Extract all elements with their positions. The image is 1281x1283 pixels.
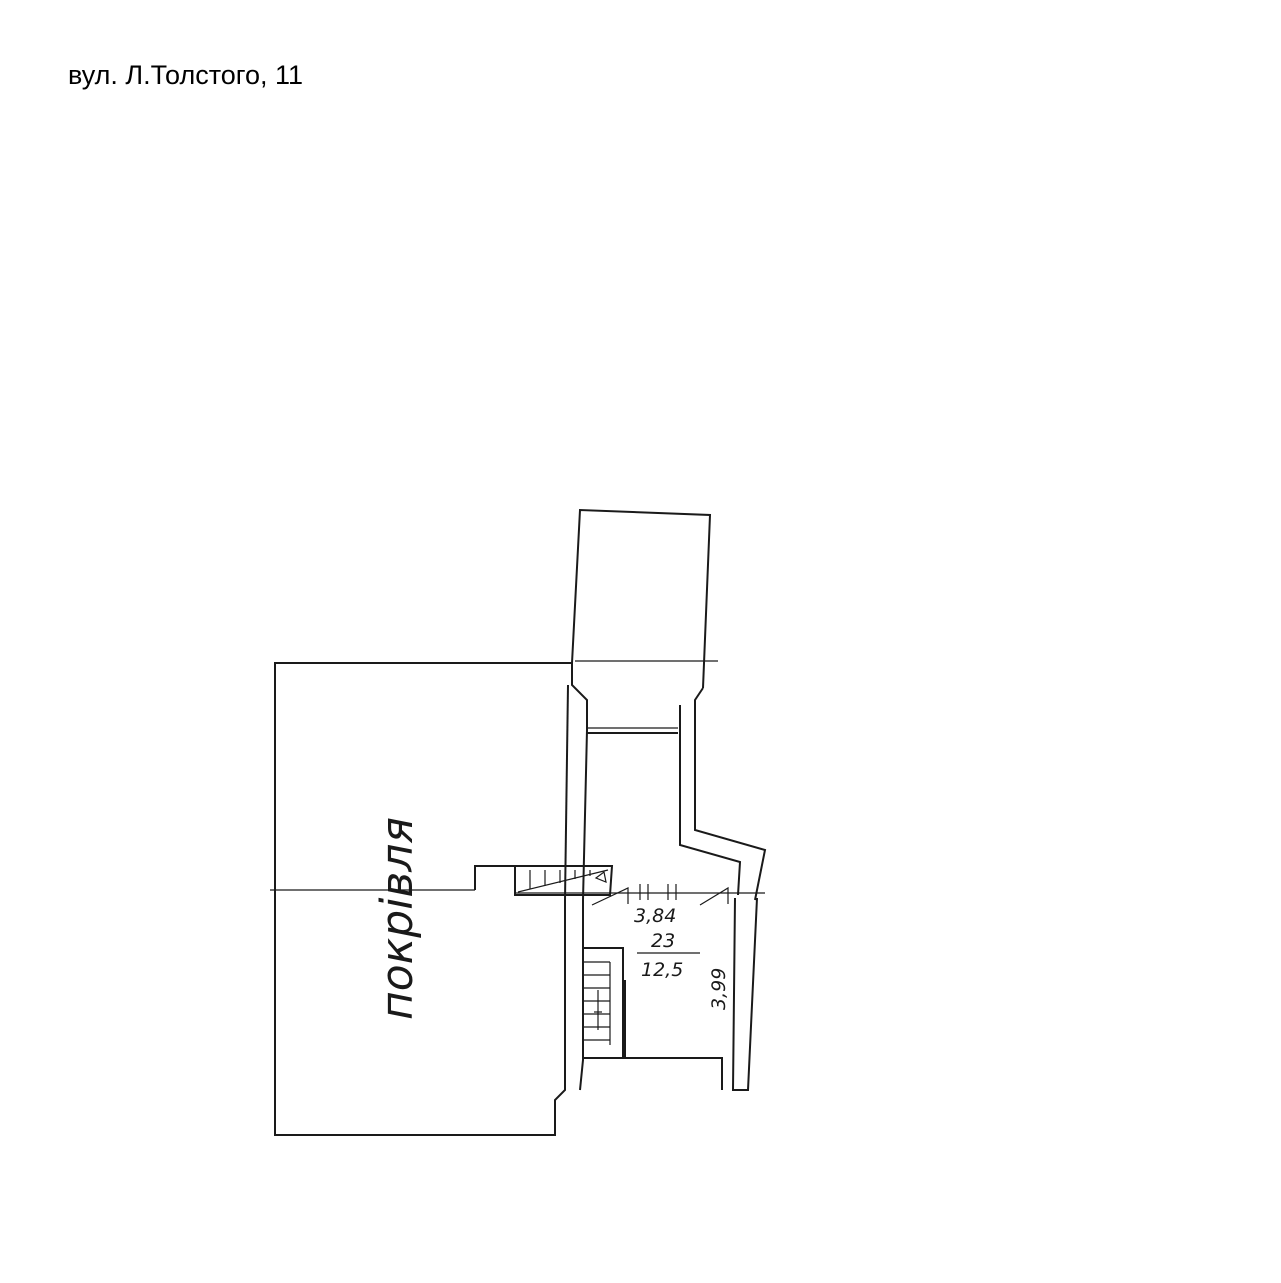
room-area-label: 12,5 (641, 959, 683, 981)
room-23 (515, 884, 765, 1091)
room-number-label: 23 (651, 930, 675, 952)
upper-extension (571, 508, 712, 689)
corridor-walls (564, 663, 767, 901)
room-length-label: 3,99 (708, 968, 730, 1010)
staircase-top (514, 865, 614, 896)
room-width-label: 3,84 (634, 905, 676, 927)
roof-label: покрівля (372, 817, 423, 1020)
address-title: вул. Л.Толстого, 11 (68, 60, 304, 90)
roof-area (270, 660, 718, 1136)
staircase-room (582, 947, 624, 1059)
